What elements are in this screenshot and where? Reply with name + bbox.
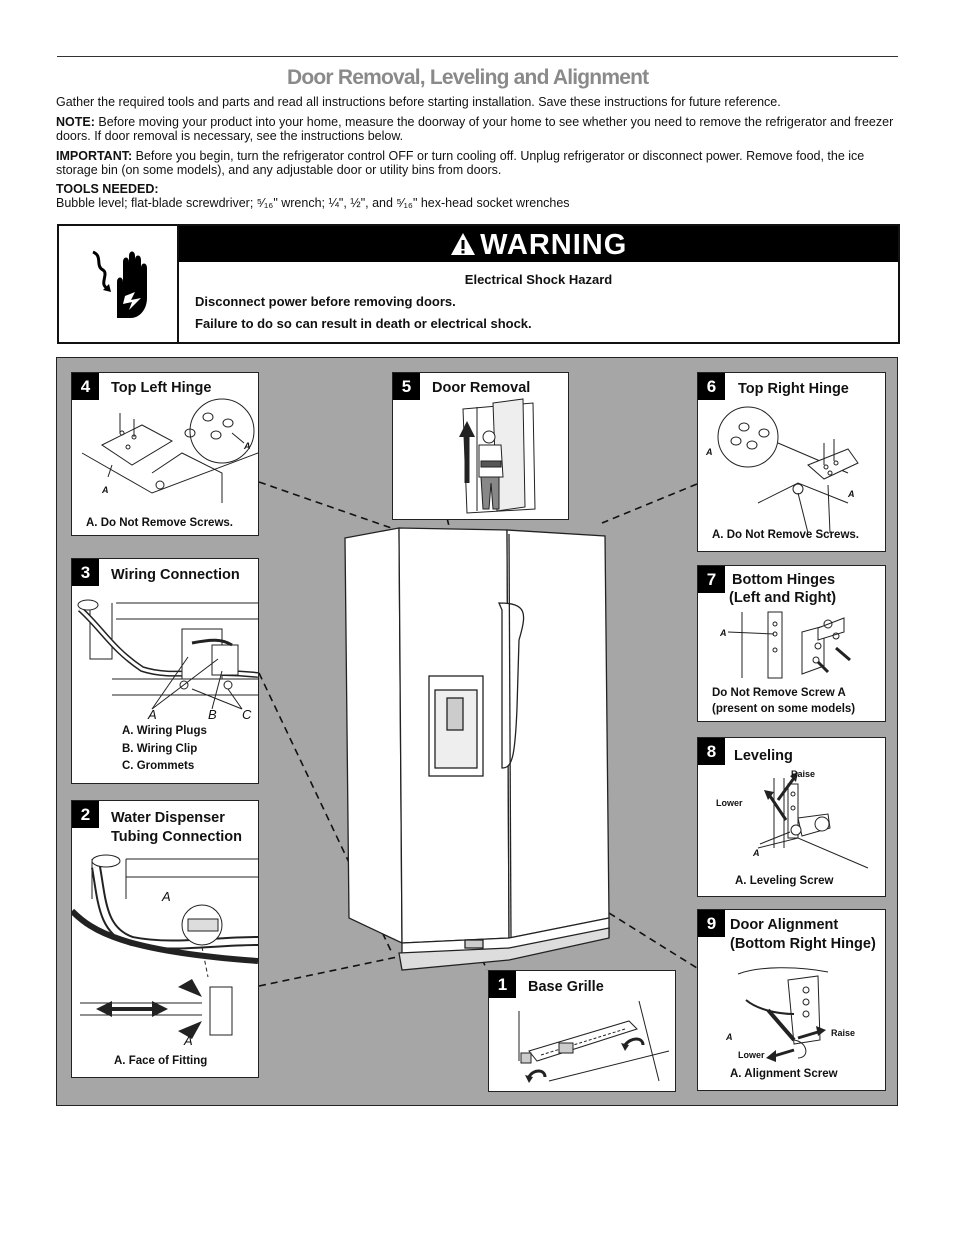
step-2-caption: A. Face of Fitting bbox=[114, 1055, 208, 1067]
step-8-caption: A. Leveling Screw bbox=[735, 875, 834, 887]
step-8-raise-label: Raise bbox=[791, 769, 816, 779]
note-text: Before moving your product into your hom… bbox=[56, 115, 894, 143]
step-4-number: 4 bbox=[72, 373, 99, 400]
step-2-label-a: A bbox=[162, 889, 171, 904]
step-3-label-a: A bbox=[148, 707, 157, 722]
step-5-title: Door Removal bbox=[432, 380, 531, 396]
intro-paragraph: Gather the required tools and parts and … bbox=[56, 95, 781, 109]
warning-header-text: WARNING bbox=[480, 229, 628, 261]
step-8-number: 8 bbox=[698, 738, 725, 765]
step-8-lower-label: Lower bbox=[716, 798, 743, 808]
base-grille-illustration bbox=[518, 1000, 670, 1083]
top-left-hinge-illustration bbox=[81, 398, 258, 503]
step-9-caption: A. Alignment Screw bbox=[730, 1068, 838, 1080]
electrical-shock-hand-icon bbox=[92, 250, 147, 318]
wiring-connection-illustration bbox=[77, 599, 258, 710]
step-7-caption-2: (present on some models) bbox=[712, 703, 856, 715]
step-2-number: 2 bbox=[72, 801, 99, 828]
important-text: Before you begin, turn the refrigerator … bbox=[56, 149, 865, 177]
step-3-number: 3 bbox=[72, 559, 99, 586]
step-7-caption-1: Do Not Remove Screw A bbox=[712, 687, 846, 699]
step-9-raise-label: Raise bbox=[831, 1028, 856, 1038]
important-label: IMPORTANT: bbox=[56, 149, 133, 163]
top-right-hinge-illustration bbox=[717, 406, 859, 534]
step-5-door-removal: 5 Door Removal bbox=[392, 372, 569, 520]
step-6-label-a: A bbox=[706, 447, 713, 457]
step-7-label-a: A bbox=[720, 628, 727, 638]
step-4-top-left-hinge: 4 Top Left Hinge A A A. Do Not Remove Sc… bbox=[71, 372, 259, 536]
step-7-number: 7 bbox=[698, 566, 725, 593]
step-9-lower-label: Lower bbox=[738, 1050, 765, 1060]
step-6-number: 6 bbox=[698, 373, 725, 400]
step-6-caption: A. Do Not Remove Screws. bbox=[712, 529, 859, 541]
step-8-leveling: 8 Leveling Raise Lower A A. Leveling Scr… bbox=[697, 737, 886, 897]
door-alignment-illustration bbox=[737, 967, 829, 1062]
step-1-number: 1 bbox=[489, 971, 516, 998]
warning-header: WARNING bbox=[179, 226, 898, 262]
door-removal-illustration bbox=[459, 398, 536, 514]
step-9-title-2: (Bottom Right Hinge) bbox=[730, 936, 876, 952]
step-8-label-a: A bbox=[753, 848, 760, 858]
leveling-illustration bbox=[757, 772, 869, 869]
step-3-legend-b: B. Wiring Clip bbox=[122, 743, 198, 755]
tools-heading: TOOLS NEEDED: bbox=[56, 182, 898, 196]
note-paragraph: NOTE: Before moving your product into yo… bbox=[56, 115, 898, 143]
step-3-title: Wiring Connection bbox=[111, 567, 240, 583]
step-1-title: Base Grille bbox=[528, 979, 604, 995]
warning-box: WARNING Electrical Shock Hazard Disconne… bbox=[57, 224, 900, 344]
tools-label: TOOLS NEEDED: bbox=[56, 182, 159, 196]
step-3-label-c: C bbox=[242, 707, 252, 722]
step-8-title: Leveling bbox=[734, 748, 793, 764]
warning-icon-cell bbox=[59, 226, 179, 342]
warning-line-2: Failure to do so can result in death or … bbox=[195, 316, 532, 331]
tubing-connection-illustration bbox=[72, 854, 258, 1039]
step-5-number: 5 bbox=[393, 373, 420, 400]
step-4-caption: A. Do Not Remove Screws. bbox=[86, 517, 233, 529]
step-2-label-a2: A bbox=[184, 1033, 193, 1048]
step-6-title: Top Right Hinge bbox=[738, 381, 849, 397]
step-4-label-a2: A bbox=[102, 485, 109, 495]
step-1-base-grille: 1 Base Grille bbox=[488, 970, 676, 1092]
top-rule bbox=[57, 56, 898, 57]
step-3-legend-c: C. Grommets bbox=[122, 760, 195, 772]
step-3-label-b: B bbox=[208, 707, 217, 722]
instruction-panel: 4 Top Left Hinge A A A. Do Not Remove Sc… bbox=[56, 357, 898, 1106]
step-7-title-1: Bottom Hinges bbox=[732, 572, 836, 588]
step-2-title-1: Water Dispenser bbox=[111, 810, 225, 826]
step-9-number: 9 bbox=[698, 910, 725, 937]
step-7-bottom-hinges: 7 Bottom Hinges (Left and Right) A Do No… bbox=[697, 565, 886, 722]
warning-hazard: Electrical Shock Hazard bbox=[464, 272, 613, 287]
important-paragraph: IMPORTANT: Before you begin, turn the re… bbox=[56, 149, 898, 177]
note-label: NOTE: bbox=[56, 115, 95, 129]
step-2-water-dispenser-tubing: 2 Water Dispenser Tubing Connection A bbox=[71, 800, 259, 1078]
step-7-title-2: (Left and Right) bbox=[729, 590, 837, 606]
warning-line-1: Disconnect power before removing doors. bbox=[195, 294, 456, 309]
step-9-door-alignment: 9 Door Alignment (Bottom Right Hinge) Ra… bbox=[697, 909, 886, 1091]
step-3-wiring-connection: 3 Wiring Connection bbox=[71, 558, 259, 784]
step-9-title-1: Door Alignment bbox=[730, 917, 839, 933]
step-3-legend-a: A. Wiring Plugs bbox=[122, 725, 207, 737]
page-title: Door Removal, Leveling and Alignment bbox=[287, 66, 649, 89]
step-9-label-a: A bbox=[726, 1032, 733, 1042]
step-4-label-a: A bbox=[244, 441, 251, 451]
step-6-label-a2: A bbox=[848, 489, 855, 499]
step-4-title: Top Left Hinge bbox=[111, 380, 212, 396]
step-2-title-2: Tubing Connection bbox=[111, 829, 243, 845]
warning-triangle-icon bbox=[450, 233, 475, 255]
tools-text: Bubble level; flat-blade screwdriver; ⁵⁄… bbox=[56, 196, 570, 210]
bottom-hinges-illustration bbox=[727, 611, 851, 679]
step-6-top-right-hinge: 6 Top Right Hinge A A A. Do Not Remove S… bbox=[697, 372, 886, 552]
refrigerator-illustration bbox=[344, 527, 610, 971]
